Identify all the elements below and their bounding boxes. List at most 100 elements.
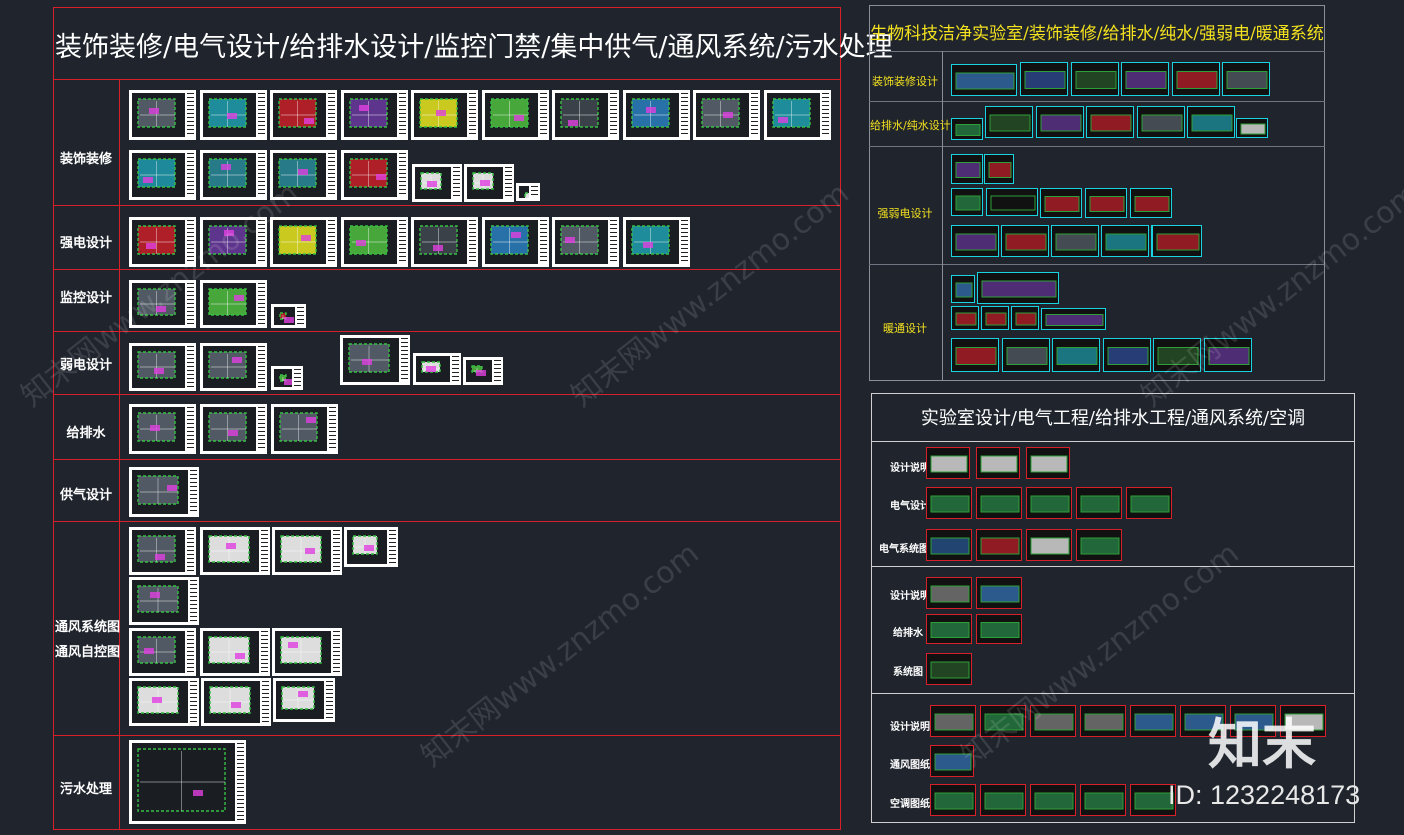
drawing-sheet-thumbnail[interactable]	[1030, 705, 1076, 737]
drawing-sheet-thumbnail[interactable]	[1171, 62, 1220, 96]
drawing-sheet-thumbnail[interactable]	[1236, 118, 1268, 138]
drawing-sheet-thumbnail[interactable]	[1280, 705, 1326, 737]
drawing-sheet-thumbnail[interactable]	[129, 150, 196, 200]
drawing-sheet-thumbnail[interactable]	[1180, 705, 1226, 737]
drawing-sheet-thumbnail[interactable]	[1011, 306, 1039, 330]
drawing-sheet-thumbnail[interactable]	[981, 306, 1009, 330]
drawing-sheet-thumbnail[interactable]	[1041, 308, 1106, 330]
drawing-sheet-thumbnail[interactable]	[1080, 784, 1126, 816]
drawing-sheet-thumbnail[interactable]	[340, 90, 408, 140]
drawing-sheet-thumbnail[interactable]	[129, 90, 196, 140]
drawing-sheet-thumbnail[interactable]	[129, 628, 196, 676]
drawing-sheet-thumbnail[interactable]	[200, 280, 267, 328]
drawing-sheet-thumbnail[interactable]	[985, 106, 1033, 138]
drawing-sheet-thumbnail[interactable]	[930, 705, 976, 737]
drawing-sheet-thumbnail[interactable]	[951, 306, 979, 330]
drawing-sheet-thumbnail[interactable]	[1051, 225, 1099, 257]
drawing-sheet-thumbnail[interactable]	[270, 150, 337, 200]
drawing-sheet-thumbnail[interactable]	[340, 150, 408, 200]
drawing-sheet-thumbnail[interactable]	[412, 164, 462, 202]
drawing-sheet-thumbnail[interactable]	[976, 447, 1020, 479]
drawing-sheet-thumbnail[interactable]	[1130, 784, 1176, 816]
drawing-sheet-thumbnail[interactable]	[622, 217, 690, 267]
drawing-sheet-thumbnail[interactable]	[976, 529, 1022, 561]
drawing-sheet-thumbnail[interactable]	[1222, 62, 1270, 96]
drawing-sheet-thumbnail[interactable]	[129, 577, 199, 625]
drawing-sheet-thumbnail[interactable]	[1001, 338, 1050, 372]
drawing-sheet-thumbnail[interactable]	[976, 487, 1022, 519]
drawing-sheet-thumbnail[interactable]	[1076, 529, 1122, 561]
drawing-sheet-thumbnail[interactable]	[271, 366, 303, 390]
drawing-sheet-thumbnail[interactable]	[980, 784, 1026, 816]
drawing-sheet-thumbnail[interactable]	[1136, 106, 1185, 138]
drawing-sheet-thumbnail[interactable]	[129, 404, 196, 454]
drawing-sheet-thumbnail[interactable]	[984, 154, 1014, 184]
drawing-sheet-thumbnail[interactable]	[763, 90, 831, 140]
drawing-sheet-thumbnail[interactable]	[552, 217, 619, 267]
drawing-sheet-thumbnail[interactable]	[200, 628, 270, 676]
drawing-sheet-thumbnail[interactable]	[200, 404, 267, 454]
drawing-sheet-thumbnail[interactable]	[199, 150, 267, 200]
drawing-sheet-thumbnail[interactable]	[1070, 62, 1119, 96]
drawing-sheet-thumbnail[interactable]	[271, 304, 306, 328]
drawing-sheet-thumbnail[interactable]	[1121, 62, 1169, 96]
drawing-sheet-thumbnail[interactable]	[1026, 447, 1070, 479]
drawing-sheet-thumbnail[interactable]	[201, 678, 271, 726]
drawing-sheet-thumbnail[interactable]	[129, 467, 199, 517]
drawing-sheet-thumbnail[interactable]	[129, 527, 196, 575]
drawing-sheet-thumbnail[interactable]	[481, 217, 549, 267]
drawing-sheet-thumbnail[interactable]	[622, 90, 690, 140]
drawing-sheet-thumbnail[interactable]	[976, 614, 1022, 644]
drawing-sheet-thumbnail[interactable]	[1101, 225, 1149, 257]
drawing-sheet-thumbnail[interactable]	[129, 678, 199, 726]
drawing-sheet-thumbnail[interactable]	[951, 275, 975, 303]
drawing-sheet-thumbnail[interactable]	[340, 335, 410, 385]
drawing-sheet-thumbnail[interactable]	[411, 90, 478, 140]
drawing-sheet-thumbnail[interactable]	[1026, 487, 1072, 519]
drawing-sheet-thumbnail[interactable]	[951, 225, 999, 257]
drawing-sheet-thumbnail[interactable]	[930, 745, 974, 777]
drawing-sheet-thumbnail[interactable]	[413, 353, 461, 385]
drawing-sheet-thumbnail[interactable]	[1126, 487, 1172, 519]
drawing-sheet-thumbnail[interactable]	[272, 628, 342, 676]
drawing-sheet-thumbnail[interactable]	[977, 272, 1059, 304]
drawing-sheet-thumbnail[interactable]	[1030, 784, 1076, 816]
drawing-sheet-thumbnail[interactable]	[926, 447, 970, 479]
drawing-sheet-thumbnail[interactable]	[976, 577, 1022, 609]
drawing-sheet-thumbnail[interactable]	[129, 280, 196, 328]
drawing-sheet-thumbnail[interactable]	[1153, 338, 1201, 372]
drawing-sheet-thumbnail[interactable]	[199, 90, 267, 140]
drawing-sheet-thumbnail[interactable]	[272, 527, 342, 575]
drawing-sheet-thumbnail[interactable]	[1187, 106, 1235, 138]
drawing-sheet-thumbnail[interactable]	[411, 217, 478, 267]
drawing-sheet-thumbnail[interactable]	[1102, 338, 1151, 372]
drawing-sheet-thumbnail[interactable]	[271, 404, 338, 454]
drawing-sheet-thumbnail[interactable]	[1076, 487, 1122, 519]
drawing-sheet-thumbnail[interactable]	[340, 217, 408, 267]
drawing-sheet-thumbnail[interactable]	[1052, 338, 1100, 372]
drawing-sheet-thumbnail[interactable]	[129, 217, 196, 267]
drawing-sheet-thumbnail[interactable]	[200, 343, 267, 391]
drawing-sheet-thumbnail[interactable]	[986, 188, 1038, 216]
drawing-sheet-thumbnail[interactable]	[1203, 338, 1252, 372]
drawing-sheet-thumbnail[interactable]	[1152, 225, 1202, 257]
drawing-sheet-thumbnail[interactable]	[129, 343, 196, 391]
drawing-sheet-thumbnail[interactable]	[516, 183, 540, 201]
drawing-sheet-thumbnail[interactable]	[200, 527, 270, 575]
drawing-sheet-thumbnail[interactable]	[1086, 106, 1134, 138]
drawing-sheet-thumbnail[interactable]	[951, 188, 983, 216]
drawing-sheet-thumbnail[interactable]	[273, 678, 335, 722]
drawing-sheet-thumbnail[interactable]	[1130, 188, 1172, 218]
drawing-sheet-thumbnail[interactable]	[1020, 62, 1068, 96]
drawing-sheet-thumbnail[interactable]	[344, 527, 398, 567]
drawing-sheet-thumbnail[interactable]	[926, 577, 972, 609]
drawing-sheet-thumbnail[interactable]	[951, 154, 983, 184]
drawing-sheet-thumbnail[interactable]	[1230, 705, 1276, 737]
drawing-sheet-thumbnail[interactable]	[1001, 225, 1049, 257]
drawing-sheet-thumbnail[interactable]	[980, 705, 1026, 737]
drawing-sheet-thumbnail[interactable]	[926, 487, 972, 519]
drawing-sheet-thumbnail[interactable]	[1026, 529, 1072, 561]
drawing-sheet-thumbnail[interactable]	[464, 164, 514, 202]
drawing-sheet-thumbnail[interactable]	[463, 357, 503, 385]
drawing-sheet-thumbnail[interactable]	[481, 90, 549, 140]
